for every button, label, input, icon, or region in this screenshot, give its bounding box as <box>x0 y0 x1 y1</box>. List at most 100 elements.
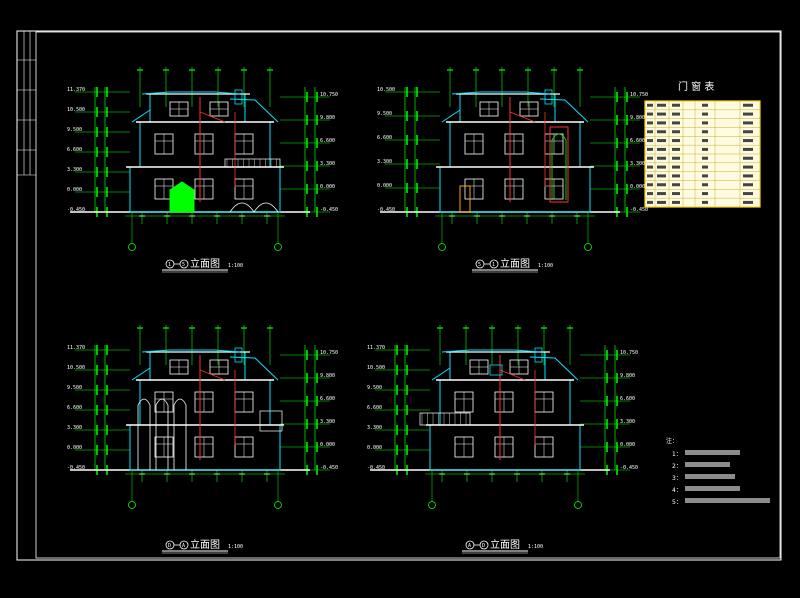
title-axis-b: 5 <box>182 262 185 268</box>
table-cell-mark <box>702 200 708 204</box>
sheet-border <box>16 30 782 561</box>
roof-eave-left <box>131 367 151 381</box>
level-label-left: 0.000 <box>67 187 82 193</box>
stair-window-frame <box>549 126 569 203</box>
second-floor-outline <box>139 121 271 168</box>
level-label-left: 9.500 <box>367 385 382 391</box>
elevation-scale: 1:100 <box>228 544 243 550</box>
table-cell-mark <box>702 139 708 143</box>
entrance-door <box>169 181 195 213</box>
level-label-left: 6.600 <box>67 147 82 153</box>
table-cell-mark <box>702 130 708 134</box>
third-floor-outline <box>459 93 556 123</box>
axis-bubble-start <box>128 501 136 509</box>
table-cell-mark <box>672 130 680 134</box>
table-cell-mark <box>743 165 753 169</box>
second-floor-outline <box>439 379 571 426</box>
level-label-left: 6.600 <box>377 135 392 141</box>
table-cell-mark <box>657 200 666 204</box>
note-item-2: 2： <box>672 463 682 470</box>
level-label-left: 10.500 <box>367 365 385 371</box>
level-label-right: 9.800 <box>630 115 645 121</box>
elevation-scale: 1:100 <box>228 263 243 269</box>
level-label-right: -0.450 <box>320 465 338 471</box>
side-balcony <box>259 410 283 432</box>
title-axis-a: 1 <box>168 262 171 268</box>
elevation-side-left: 11.37010.5009.5006.6003.3000.000-0.45010… <box>67 325 338 554</box>
level-label-left: 11.370 <box>67 87 85 93</box>
elevation-scale: 1:100 <box>528 544 543 550</box>
binding-strip <box>17 31 36 176</box>
table-cell-mark <box>657 112 666 116</box>
table-cell-mark <box>672 165 680 169</box>
level-label-right: 0.000 <box>620 442 635 448</box>
chimney <box>234 347 243 363</box>
table-title: 门 窗 表 <box>678 80 714 93</box>
title-axis-a: 5 <box>478 262 481 268</box>
title-axis-a: A <box>468 543 471 549</box>
level-label-right: 10.750 <box>320 92 338 98</box>
title-axis-b: A <box>182 543 185 549</box>
axis-bubble-start <box>428 501 436 509</box>
note-item-1: 1： <box>672 451 682 458</box>
table-cell-mark <box>657 192 666 196</box>
table-cell-mark <box>647 156 653 160</box>
level-label-right: 0.000 <box>320 442 335 448</box>
table-cell-mark <box>672 139 680 143</box>
table-cell-mark <box>743 121 753 125</box>
table-cell-mark <box>647 183 653 187</box>
table-cell-mark <box>672 174 680 178</box>
roof-right <box>539 98 589 123</box>
table-cell-mark <box>672 103 680 107</box>
table-cell-mark <box>743 103 753 107</box>
level-label-right: 9.800 <box>620 373 635 379</box>
title-axis-a: D <box>168 543 171 549</box>
chimney <box>234 89 243 105</box>
table-cell-mark <box>702 103 708 107</box>
elevation-title: 立面图 <box>190 257 220 270</box>
level-label-right: 10.750 <box>620 350 638 356</box>
title-axis-b: D <box>482 543 485 549</box>
table-cell-mark <box>672 121 680 125</box>
note-item-3: 3： <box>672 475 682 482</box>
table-cell-mark <box>647 112 653 116</box>
level-label-right: 9.800 <box>320 115 335 121</box>
level-label-left: 10.500 <box>377 87 395 93</box>
level-label-left: -0.450 <box>67 465 85 471</box>
table-cell-mark <box>743 174 753 178</box>
level-label-right: 0.000 <box>630 184 645 190</box>
note-item-4: 4： <box>672 487 682 494</box>
table-cell-mark <box>647 130 653 134</box>
roof-right <box>229 98 279 123</box>
level-label-left: 0.000 <box>367 445 382 451</box>
table-cell-mark <box>743 130 753 134</box>
level-label-right: 10.750 <box>320 350 338 356</box>
axis-bubble-end <box>274 243 282 251</box>
table-cell-mark <box>657 174 666 178</box>
level-label-right: 3.300 <box>620 419 635 425</box>
table-cell-mark <box>702 183 708 187</box>
arched-window <box>173 398 187 470</box>
section-leader <box>199 369 226 381</box>
elevation-title: 立面图 <box>490 538 520 551</box>
level-label-right: 3.300 <box>630 161 645 167</box>
level-label-right: 6.600 <box>620 396 635 402</box>
level-label-right: -0.450 <box>320 207 338 213</box>
porch-balcony <box>419 412 471 426</box>
table-cell-mark <box>647 103 653 107</box>
level-label-left: 10.500 <box>67 365 85 371</box>
table-cell-mark <box>657 147 666 151</box>
roof-eave-left <box>431 367 451 381</box>
level-label-left: 10.500 <box>67 107 85 113</box>
level-label-right: 6.600 <box>320 396 335 402</box>
inner-border <box>35 31 781 559</box>
arched-window <box>137 398 151 470</box>
third-floor-outline <box>149 93 246 123</box>
elevation-front: 11.37010.5009.5006.6003.3000.000-0.45010… <box>67 67 338 273</box>
table-cell-mark <box>647 121 653 125</box>
table-cell-mark <box>743 183 753 187</box>
elevation-rear: 10.5009.5006.6003.3000.000-0.45010.7509.… <box>377 67 648 273</box>
roof-upper <box>141 91 241 95</box>
table-cell-mark <box>743 192 753 196</box>
table-cell-mark <box>743 200 753 204</box>
